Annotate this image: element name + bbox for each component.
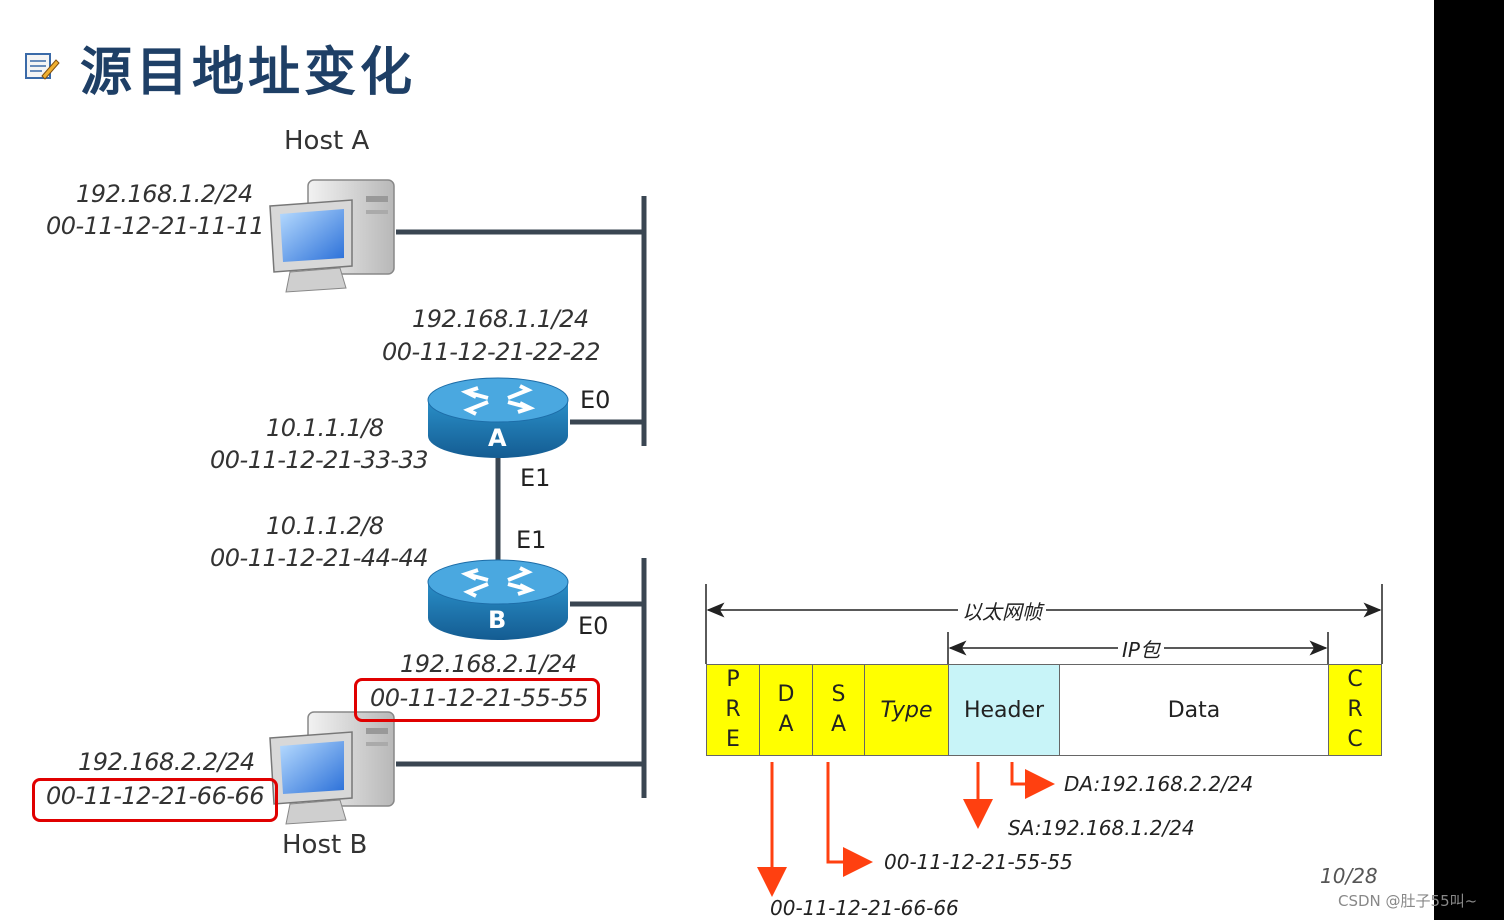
router-b-label: B <box>488 606 507 634</box>
frame-field-crc: C R C <box>1328 664 1382 756</box>
host-b-mac-highlight <box>32 778 278 822</box>
router-b-e0-mac: 00-11-12-21-55-55 <box>370 684 589 712</box>
router-a-icon <box>427 377 569 458</box>
pre-letter: P <box>726 667 740 692</box>
ethernet-frame-label: 以太网帧 <box>958 596 1046 625</box>
router-a-e1-mac: 00-11-12-21-33-33 <box>210 446 429 474</box>
host-a-computer-icon <box>269 179 395 293</box>
ip-sa-annotation: SA:192.168.1.2/24 <box>1008 816 1195 840</box>
frame-field-data: Data <box>1059 664 1329 756</box>
da-letter: D <box>777 682 795 707</box>
host-b-computer-icon <box>269 711 395 825</box>
right-dark-strip <box>1434 0 1504 920</box>
host-a-ip: 192.168.1.2/24 <box>76 180 253 208</box>
mac-da-annotation: 00-11-12-21-66-66 <box>770 896 959 920</box>
ip-packet-label: IP包 <box>1118 634 1164 663</box>
crc-letter: C <box>1347 727 1363 752</box>
frame-field-header: Header <box>948 664 1060 756</box>
router-b-e1-mac: 00-11-12-21-44-44 <box>210 544 429 572</box>
ip-da-annotation: DA:192.168.2.2/24 <box>1064 772 1254 796</box>
router-a-e1-ip: 10.1.1.1/8 <box>266 414 384 442</box>
watermark: CSDN @肚子55叫~ <box>1338 892 1478 910</box>
router-b-e0-mac-highlight <box>354 678 600 722</box>
router-a-e0-name: E0 <box>580 386 611 414</box>
frame-field-da: D A <box>759 664 813 756</box>
host-a-name: Host A <box>284 126 370 156</box>
router-a-e0-ip: 192.168.1.1/24 <box>412 305 589 333</box>
mac-sa-arrow <box>826 762 873 877</box>
frame-field-pre: P R E <box>706 664 760 756</box>
notepad-icon <box>25 53 60 80</box>
crc-letter: C <box>1347 667 1363 692</box>
host-b-ip: 192.168.2.2/24 <box>78 748 255 776</box>
router-a-label: A <box>488 424 507 452</box>
crc-letter: R <box>1347 697 1363 722</box>
mac-sa-annotation: 00-11-12-21-55-55 <box>884 850 1073 874</box>
router-b-e1-name: E1 <box>516 526 547 554</box>
page-number: 10/28 <box>1320 864 1378 888</box>
ip-da-arrow <box>1010 762 1055 799</box>
router-b-e0-name: E0 <box>578 612 609 640</box>
sa-letter: S <box>831 682 846 707</box>
pre-letter: E <box>726 727 740 752</box>
frame-field-sa: S A <box>812 664 865 756</box>
pre-letter: R <box>725 697 741 722</box>
da-letter: A <box>778 712 794 737</box>
router-b-icon <box>427 559 569 640</box>
router-b-e0-ip: 192.168.2.1/24 <box>400 650 577 678</box>
router-a-e0-mac: 00-11-12-21-22-22 <box>382 338 601 366</box>
page-title: 源目地址变化 <box>80 42 417 103</box>
host-b-name: Host B <box>282 830 368 860</box>
router-b-e1-ip: 10.1.1.2/8 <box>266 512 384 540</box>
router-a-e1-name: E1 <box>520 464 551 492</box>
host-b-mac: 00-11-12-21-66-66 <box>46 782 265 810</box>
sa-letter: A <box>830 712 847 737</box>
frame-field-type: Type <box>864 664 949 756</box>
host-a-mac: 00-11-12-21-11-11 <box>46 212 265 240</box>
